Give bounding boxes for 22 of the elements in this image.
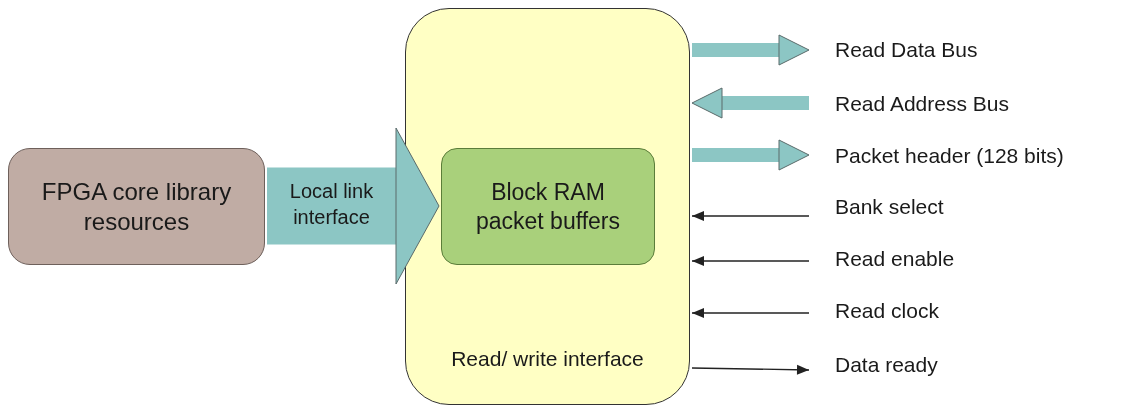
signal-arrow bbox=[691, 256, 810, 266]
signal-label: Read Address Bus bbox=[835, 90, 1009, 117]
signal-label: Data ready bbox=[835, 351, 938, 378]
block-arrow bbox=[691, 87, 809, 119]
signal-label: Read enable bbox=[835, 245, 955, 272]
edge-label: Local link interface bbox=[288, 179, 375, 230]
block-arrow bbox=[692, 139, 810, 171]
block-arrow bbox=[692, 34, 810, 66]
signal-arrow bbox=[691, 308, 810, 318]
block-arrow bbox=[267, 127, 440, 285]
process-box bbox=[441, 148, 655, 265]
signal-arrow bbox=[691, 364, 810, 375]
interface-panel bbox=[405, 8, 690, 405]
process-box bbox=[8, 148, 265, 265]
signal-label: Read Data Bus bbox=[835, 36, 978, 63]
signal-label: Packet header (128 bits) bbox=[835, 142, 1064, 169]
box-label: FPGA core library resources bbox=[40, 176, 233, 237]
signal-label: Read clock bbox=[835, 297, 939, 324]
box-label: Read/ write interface bbox=[451, 345, 644, 372]
signal-label: Bank select bbox=[835, 193, 944, 220]
signal-arrow bbox=[691, 211, 810, 221]
box-label: Block RAM packet buffers bbox=[474, 177, 622, 236]
